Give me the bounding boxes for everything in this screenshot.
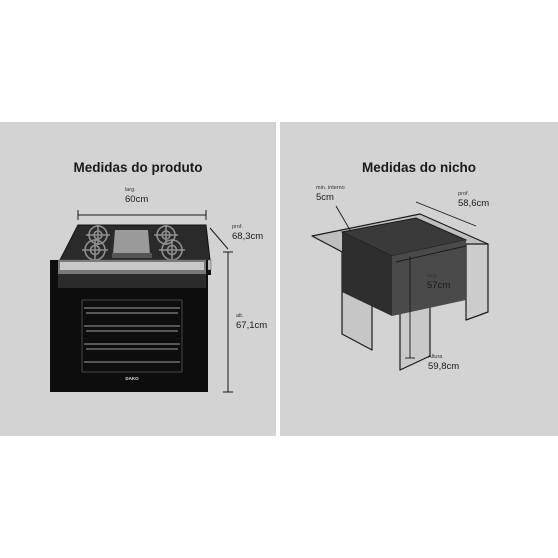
depth-label: prof. 68,3cm xyxy=(232,224,264,242)
product-dimensions-panel: Medidas do produto xyxy=(0,122,276,436)
width-dimension-line xyxy=(77,210,207,220)
min-internal-label: min. interno 5cm xyxy=(316,185,345,203)
niche-dimensions-panel: Medidas do nicho min. interno 5cm xyxy=(280,122,558,436)
depth-dimension-line xyxy=(209,227,229,250)
panel-divider xyxy=(276,122,280,436)
niche-dimension-lines xyxy=(335,201,477,359)
niche-height-label: Altura 59,8cm xyxy=(428,354,460,372)
niche-illustration xyxy=(311,201,489,371)
height-label: alt. 67,1cm xyxy=(236,313,268,331)
niche-title: Medidas do nicho xyxy=(361,160,476,175)
brand-logo: DAKO xyxy=(125,376,139,381)
height-dimension-line xyxy=(223,251,233,393)
burner-icon xyxy=(159,239,185,261)
niche-depth-label: prof. 58,6cm xyxy=(458,191,490,209)
niche-left-wall xyxy=(342,232,392,316)
stove-illustration: DAKO xyxy=(50,210,233,393)
oven-racks xyxy=(81,299,183,373)
cooktop xyxy=(59,224,211,261)
niche-width-label: larg. 57cm xyxy=(427,273,451,291)
width-label: larg. 60cm xyxy=(125,187,149,205)
burner-icon xyxy=(86,225,110,245)
product-title: Medidas do produto xyxy=(73,160,203,175)
burner-icon xyxy=(82,239,108,261)
